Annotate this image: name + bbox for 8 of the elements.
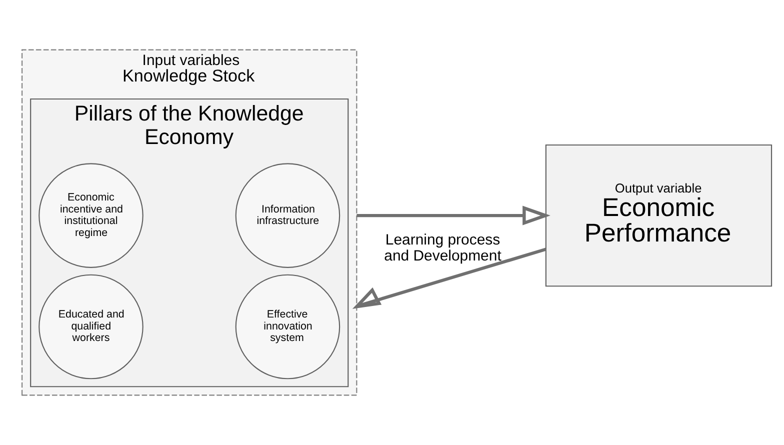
node-circle: Information infrastructure: [234, 163, 340, 268]
node-circle: Effective innovation system: [234, 274, 340, 380]
node-circle: Economic incentive and institutional regime: [38, 163, 143, 268]
arrow: [356, 206, 550, 226]
edge-label: Learning process and Development: [384, 232, 501, 265]
node-box: Output variable Economic Performance: [544, 144, 772, 287]
arrow: [352, 248, 546, 309]
node-circle: Educated and qualified workers: [38, 274, 143, 380]
